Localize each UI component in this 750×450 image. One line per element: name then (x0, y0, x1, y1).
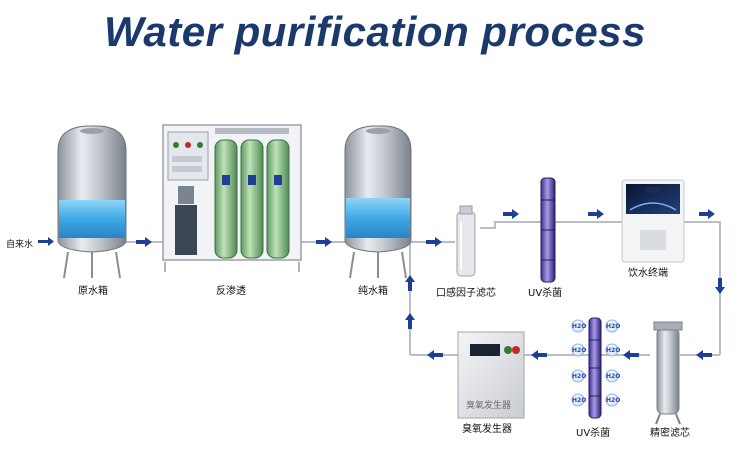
h2o-badge: H2O (606, 323, 620, 330)
precision-filter-housing (653, 321, 683, 425)
arrow-down-icon (715, 278, 725, 294)
h2o-badge: H2O (572, 397, 586, 404)
page-title: Water purification process (103, 8, 647, 55)
arrow-left-icon (623, 350, 639, 360)
pure-tank-label: 纯水箱 (358, 284, 388, 297)
reverse-osmosis-unit (162, 124, 302, 272)
taste-filter-label: 口感因子滤芯 (436, 286, 496, 299)
dispenser-label: 饮水终端 (628, 266, 668, 279)
arrow-right-icon (316, 237, 332, 247)
ozone-generator-label: 臭氧发生器 (462, 422, 512, 435)
raw-tank-label: 原水箱 (78, 284, 108, 297)
uv-top-label: UV杀菌 (528, 286, 562, 299)
pipe-top-loop (480, 221, 721, 355)
precision-filter-label: 精密滤芯 (650, 426, 690, 439)
arrow-left-icon (696, 350, 712, 360)
h2o-badge: H2O (572, 323, 586, 330)
uv-sterilizer-bottom (588, 317, 602, 419)
arrow-right-icon (38, 237, 54, 246)
arrow-left-icon (427, 350, 443, 360)
h2o-badge: H2O (572, 373, 586, 380)
h2o-badges: H2O H2O H2O H2O H2O H2O H2O H2O (571, 319, 620, 407)
reverse-osmosis-label: 反渗透 (216, 284, 246, 297)
water-dispenser-terminal (621, 179, 685, 263)
h2o-badge: H2O (606, 397, 620, 404)
arrow-right-icon (699, 209, 715, 219)
raw-water-tank (57, 125, 127, 279)
h2o-badge: H2O (572, 347, 586, 354)
arrow-left-icon (531, 350, 547, 360)
uv-bottom-label: UV杀菌 (576, 426, 610, 439)
arrow-right-icon (426, 237, 442, 247)
taste-filter-cartridge (456, 205, 476, 277)
arrow-up-icon (405, 275, 415, 291)
uv-sterilizer-top (540, 177, 556, 283)
ozone-plate-label: 臭氧发生器 (466, 399, 511, 411)
pure-water-tank (344, 125, 412, 279)
arrow-right-icon (588, 209, 604, 219)
h2o-badge: H2O (606, 373, 620, 380)
arrow-right-icon (136, 237, 152, 247)
h2o-badge: H2O (606, 347, 620, 354)
ozone-generator-cabinet (457, 331, 525, 419)
arrow-up-icon (405, 313, 415, 329)
arrow-right-icon (503, 209, 519, 219)
tap-water-label: 自来水 (6, 238, 33, 250)
